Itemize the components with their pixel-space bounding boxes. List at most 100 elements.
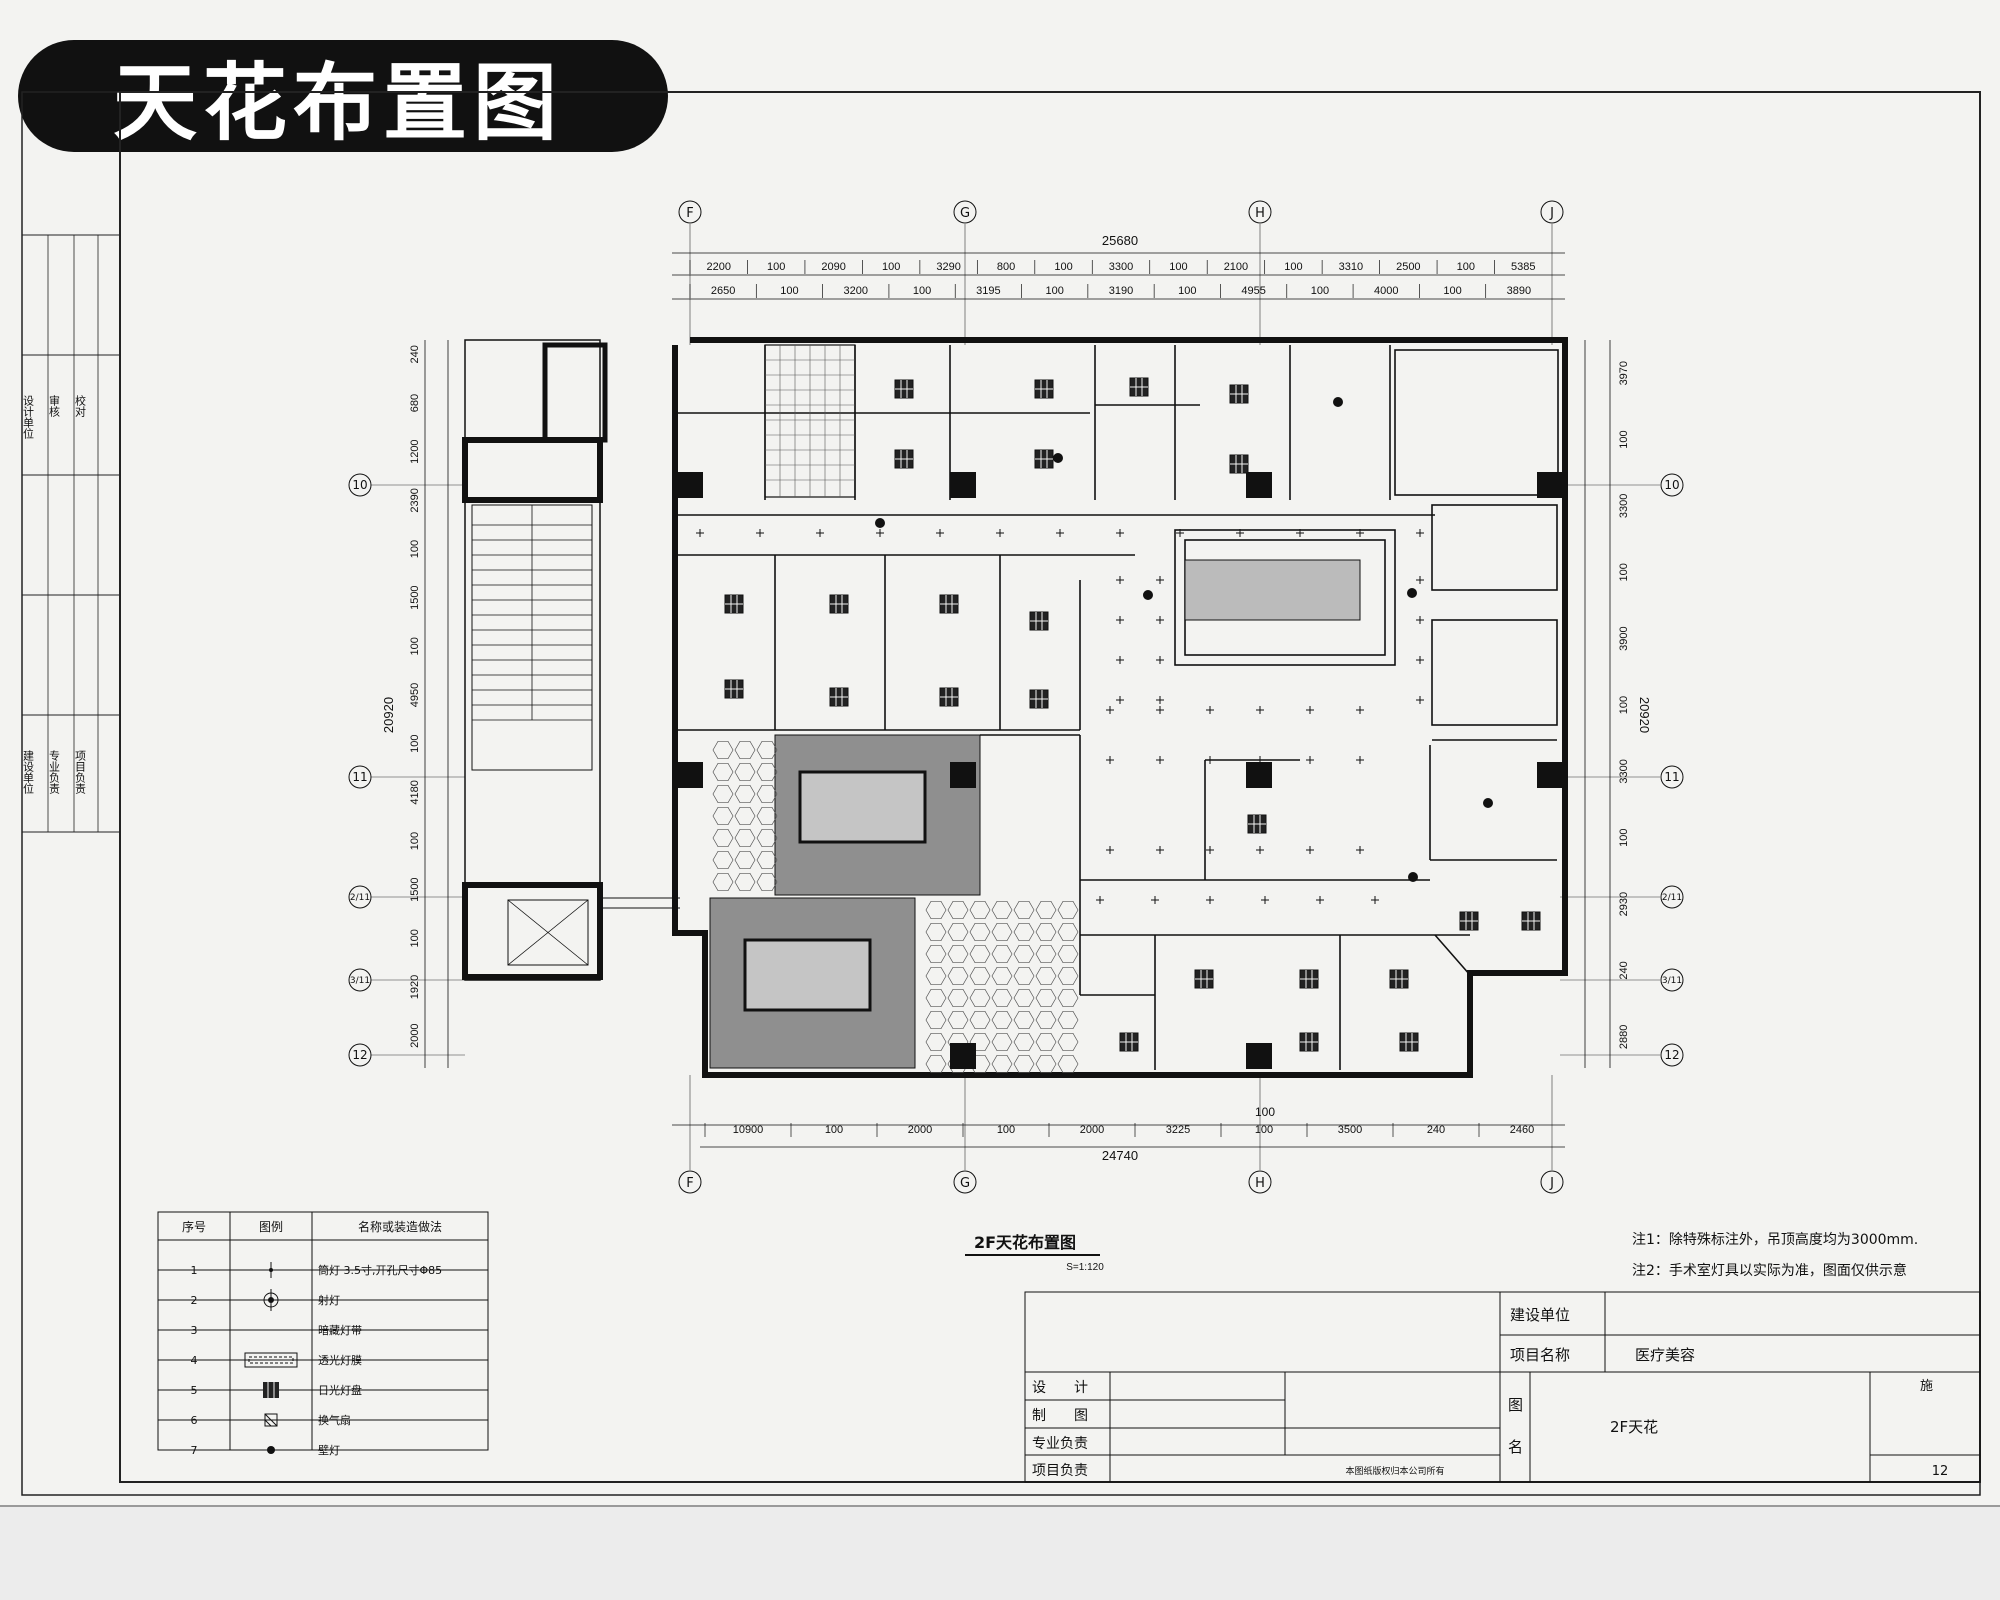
axis-bubbles-right: 10 11 2/11 3/11 12 (1660, 473, 1684, 1067)
dim-top-total: 25680 (1102, 233, 1138, 248)
dims-top2-label: 100 (1178, 285, 1196, 297)
dims-top2-label: 100 (1443, 285, 1461, 297)
drawing-sheet: 天花布置图 设计单位 审核 校对 建设单位 专业负责 项目负责 F G H J (0, 40, 2000, 1507)
tb-drafting-label: 制 图 (1032, 1408, 1088, 1424)
dims-top1-label: 100 (1284, 261, 1302, 273)
dims-top2-label: 3195 (976, 285, 1000, 297)
downlight-mark (1306, 706, 1314, 714)
hex-tile (756, 872, 778, 892)
legend-row-no: 1 (191, 1264, 198, 1277)
dims-left-label: 1920 (409, 975, 421, 999)
dims-left-label: 1200 (409, 439, 421, 463)
hex-tile (925, 966, 947, 986)
grid-ceiling-area (764, 344, 856, 498)
downlight-mark (1316, 896, 1324, 904)
downlight-mark (1156, 696, 1164, 704)
hex-tile (712, 828, 734, 848)
hex-tile (969, 966, 991, 986)
downlight-mark (1206, 706, 1214, 714)
wall-light-mark (1053, 453, 1063, 463)
axis-F-bottom: F (686, 1176, 693, 1191)
dims-left-label: 4950 (409, 683, 421, 707)
downlight-mark (1116, 696, 1124, 704)
axis-G-bottom: G (960, 1176, 970, 1191)
wall-light-mark (875, 518, 885, 528)
hex-tile (712, 806, 734, 826)
side-strip-3: 建设单位 (22, 749, 35, 794)
side-strip-1: 审核 (48, 394, 61, 418)
hex-tile (991, 944, 1013, 964)
legend-row-no: 6 (191, 1414, 198, 1427)
axis-G-top: G (960, 206, 970, 221)
wall-light-mark (1333, 397, 1343, 407)
fluorescent-panel (1229, 454, 1249, 474)
dims-bottom-label: 2460 (1510, 1124, 1534, 1136)
floor-plan-drawing: 设计单位 审核 校对 建设单位 专业负责 项目负责 F G H J F G H … (21, 91, 1981, 1496)
legend-row-name: 筒灯 3.5寸,开孔尺寸Φ85 (318, 1263, 442, 1277)
hex-tile (991, 1010, 1013, 1030)
hex-tile (969, 900, 991, 920)
tb-copyright: 本图纸版权归本公司所有 (1345, 1465, 1444, 1477)
dims-top1-label: 3300 (1109, 261, 1133, 273)
hex-tile (734, 828, 756, 848)
dims-left-label: 2390 (409, 488, 421, 512)
fluorescent-panel (1194, 969, 1214, 989)
hex-tile (1035, 922, 1057, 942)
hex-tile (712, 872, 734, 892)
dims-right-label: 240 (1618, 961, 1630, 979)
title-block (1024, 1291, 1981, 1483)
fluorescent-panel (1129, 377, 1149, 397)
wall-light-mark (1408, 872, 1418, 882)
dims-top1-label: 100 (1457, 261, 1475, 273)
light-box-icon (244, 1352, 298, 1368)
legend-row-name: 暗藏灯带 (318, 1323, 362, 1337)
dims-top1-label: 2200 (706, 261, 730, 273)
hex-tile (991, 1054, 1013, 1074)
wall-light-mark (1407, 588, 1417, 598)
downlight-mark (1306, 756, 1314, 764)
hex-tile (925, 988, 947, 1008)
tb-project-label: 项目名称 (1510, 1346, 1570, 1364)
downlight-mark (1356, 706, 1364, 714)
legend-row-no: 2 (191, 1294, 198, 1307)
legend-row-name: 透光灯膜 (318, 1353, 362, 1367)
dims-bottom-label: 100 (1255, 1124, 1273, 1136)
downlight-mark (1416, 616, 1424, 624)
fluorescent-panel (829, 594, 849, 614)
dims-top2-label: 4000 (1374, 285, 1398, 297)
hex-tile (947, 922, 969, 942)
axis-bubbles-top: F G H J (678, 200, 1564, 224)
downlight-mark (1356, 756, 1364, 764)
dot-light-icon (267, 1446, 275, 1454)
downlight-mark (1106, 756, 1114, 764)
hex-tile (1057, 1054, 1079, 1074)
structural-columns (677, 472, 1563, 1069)
hex-tile (1057, 988, 1079, 1008)
side-strip-5: 项目负责 (74, 750, 87, 795)
tb-drawing-name-value: 2F天花 (1610, 1418, 1658, 1436)
hex-tile (947, 1010, 969, 1030)
dims-top2-label: 3190 (1109, 285, 1133, 297)
dims-left-label: 1500 (409, 877, 421, 901)
tb-design-label: 设 计 (1032, 1380, 1088, 1396)
legend-row-no: 5 (191, 1384, 198, 1397)
operating-room-ceilings (709, 559, 1361, 1069)
dims-top2-label: 100 (913, 285, 931, 297)
dims-left-label: 100 (409, 734, 421, 752)
dims-bottom-label: 10900 (733, 1124, 764, 1136)
hex-tile (712, 850, 734, 870)
dims-top2-label: 100 (780, 285, 798, 297)
downlight-mark (1416, 656, 1424, 664)
downlight-mark (1206, 756, 1214, 764)
hex-tile (734, 872, 756, 892)
grid-panel-icon (263, 1382, 279, 1398)
hex-tile (756, 806, 778, 826)
dims-right-label: 3970 (1618, 361, 1630, 385)
axis-12-right: 12 (1664, 1048, 1679, 1062)
downlight-mark (1356, 846, 1364, 854)
fluorescent-panel (939, 594, 959, 614)
legend-row-name: 换气扇 (318, 1413, 351, 1427)
hex-tile (1013, 1054, 1035, 1074)
